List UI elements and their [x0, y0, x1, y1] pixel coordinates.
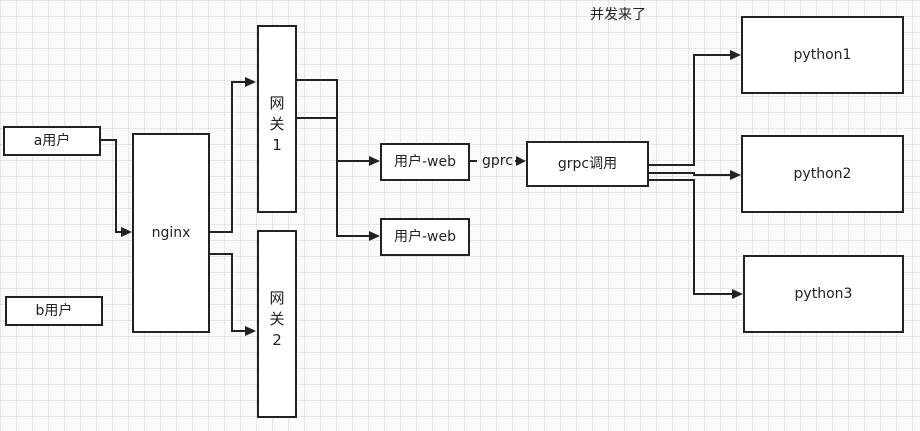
gateway1-label-char1: 网: [269, 94, 285, 112]
user-b-node: b用户: [5, 296, 103, 326]
python3-node: python3: [743, 255, 904, 333]
user-b-label: b用户: [35, 302, 73, 319]
arrowhead: [730, 170, 741, 180]
edge-grpc-call-to-python3: [648, 179, 733, 295]
nginx-label: nginx: [151, 224, 191, 241]
python2-node: python2: [741, 135, 904, 213]
arrowhead: [245, 77, 256, 87]
nginx-node: nginx: [132, 133, 210, 333]
gateway1-label-char3: 1: [272, 136, 282, 154]
edge-gateway1-to-user-web-1: [296, 79, 370, 162]
grpc-call-label: grpc调用: [557, 155, 618, 172]
gateway2-node: 网 关 2: [257, 230, 297, 418]
edge-user-a-to-nginx: [101, 139, 122, 233]
edge-nginx-to-gateway2: [209, 253, 246, 332]
user-web-node-1: 用户-web: [380, 143, 470, 181]
user-web-1-label: 用户-web: [393, 153, 456, 170]
arrowhead: [121, 227, 132, 237]
edge-grpc-call-to-python1: [648, 54, 731, 166]
gateway2-label-char1: 网: [269, 289, 285, 307]
arrowhead: [369, 156, 380, 166]
edge-grpc-call-to-python2: [648, 172, 731, 176]
user-a-label: a用户: [33, 132, 71, 149]
gateway2-label-char2: 关: [269, 310, 285, 328]
edge-gateway1-to-user-web-2: [296, 117, 370, 237]
user-web-2-label: 用户-web: [393, 228, 456, 245]
gateway1-node: 网 关 1: [257, 25, 297, 213]
python2-label: python2: [793, 165, 852, 182]
arrowhead: [245, 326, 256, 336]
gateway2-label-char3: 2: [272, 331, 282, 349]
python1-node: python1: [741, 16, 904, 94]
user-web-node-2: 用户-web: [380, 218, 470, 256]
arrowhead: [369, 231, 380, 241]
arrowhead: [730, 50, 741, 60]
arrowhead: [732, 289, 743, 299]
gateway1-label-char2: 关: [269, 115, 285, 133]
user-a-node: a用户: [3, 126, 101, 156]
edge-nginx-to-gateway1: [209, 81, 246, 233]
python3-label: python3: [794, 285, 853, 302]
diagram-title: 并发来了: [590, 7, 646, 23]
python1-label: python1: [793, 46, 852, 63]
grpc-edge-label: gprc: [482, 153, 513, 169]
arrowhead: [516, 156, 526, 166]
grpc-call-node: grpc调用: [526, 141, 649, 187]
